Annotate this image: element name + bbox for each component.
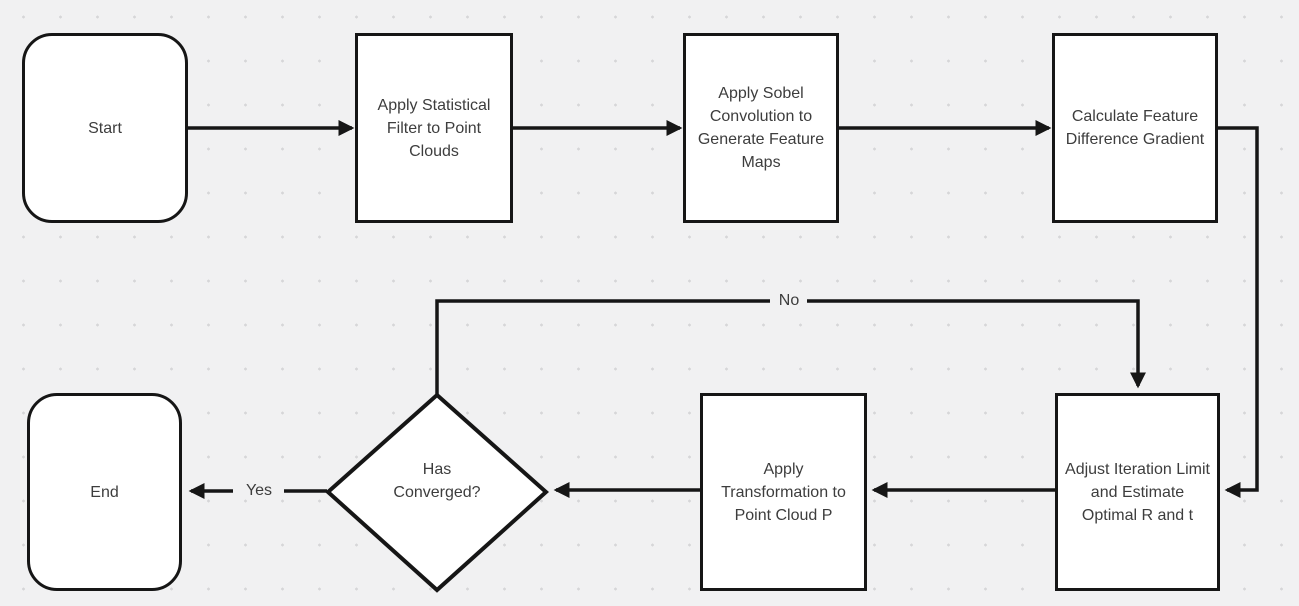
decision-diamond-shape[interactable] — [325, 392, 549, 593]
node-apply-transformation-label: Apply Transformation to Point Cloud P — [721, 460, 846, 524]
node-adjust-iteration-label: Adjust Iteration Limit and Estimate Opti… — [1065, 460, 1210, 524]
edge-calculate-to-adjust — [1218, 126, 1259, 499]
node-feature-gradient-label: Calculate Feature Difference Gradient — [1065, 108, 1205, 148]
node-adjust-iteration[interactable]: Adjust Iteration Limit and Estimate Opti… — [1055, 393, 1220, 591]
node-start[interactable]: Start — [22, 33, 188, 223]
node-sobel-convolution-label: Apply Sobel Convolution to Generate Feat… — [697, 85, 825, 171]
node-start-label: Start — [88, 119, 122, 137]
node-feature-gradient[interactable]: Calculate Feature Difference Gradient — [1052, 33, 1218, 223]
edge-label-yes: Yes — [245, 482, 273, 499]
edge-label-no: No — [778, 292, 800, 309]
edge-decision-to-adjust — [807, 299, 1147, 389]
node-end[interactable]: End — [27, 393, 182, 591]
edge-decision-no-segment — [435, 299, 770, 394]
node-has-converged-label: Has Converged? — [393, 461, 481, 501]
node-statistical-filter-label: Apply Statistical Filter to Point Clouds — [377, 96, 491, 160]
node-sobel-convolution[interactable]: Apply Sobel Convolution to Generate Feat… — [683, 33, 839, 223]
node-statistical-filter[interactable]: Apply Statistical Filter to Point Clouds — [355, 33, 513, 223]
node-end-label: End — [90, 483, 119, 501]
node-apply-transformation[interactable]: Apply Transformation to Point Cloud P — [700, 393, 867, 591]
